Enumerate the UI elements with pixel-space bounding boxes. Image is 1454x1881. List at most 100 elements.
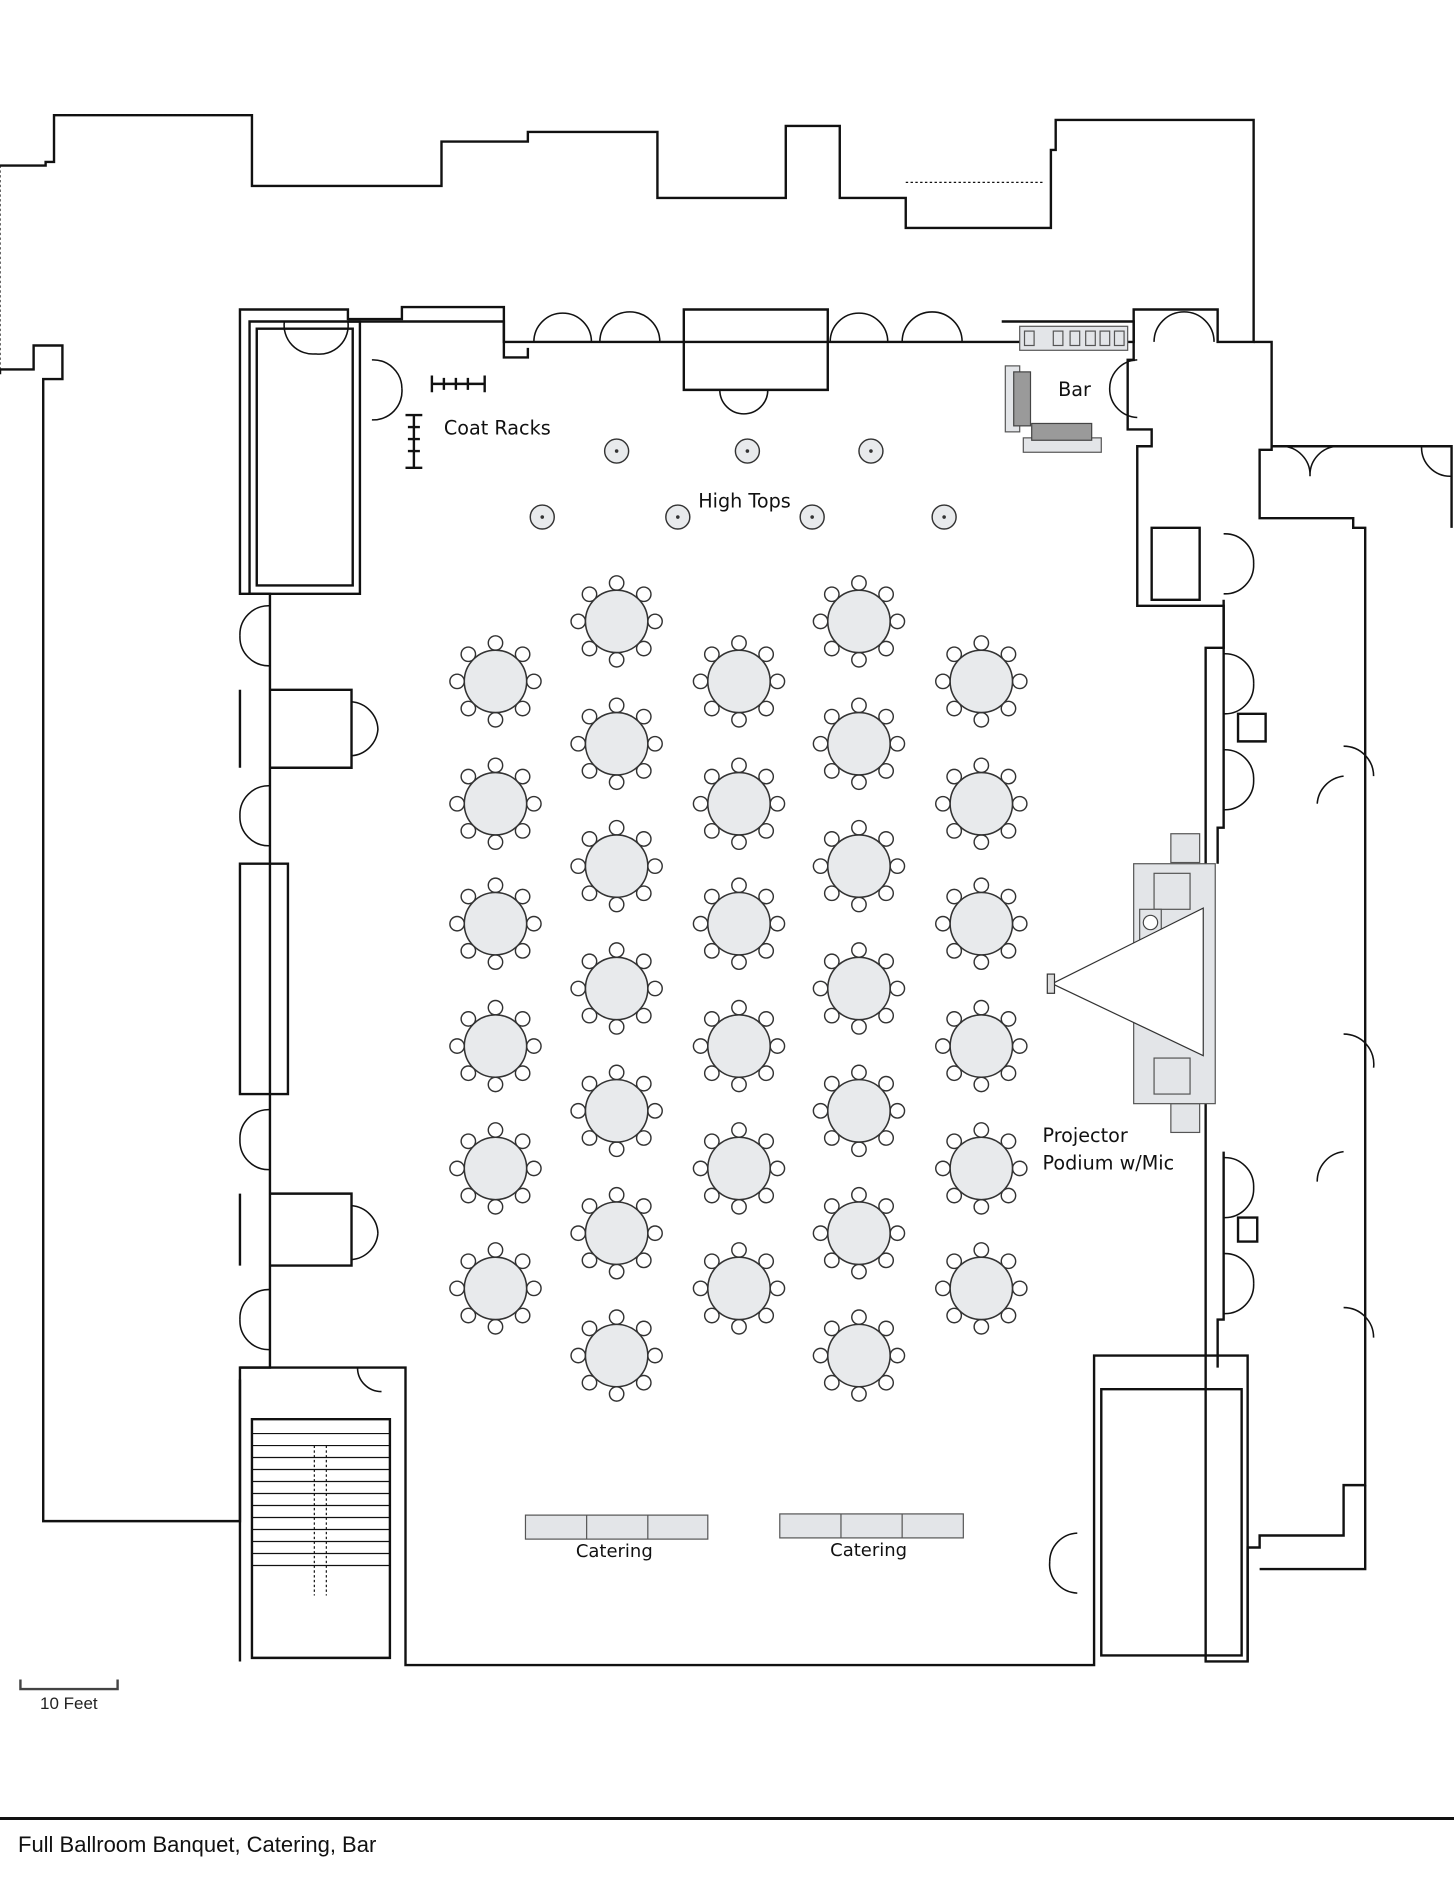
chair bbox=[731, 1076, 747, 1093]
chair bbox=[731, 834, 747, 851]
chair bbox=[973, 711, 990, 728]
chair bbox=[812, 735, 829, 752]
chair bbox=[851, 1386, 867, 1402]
chair bbox=[1000, 768, 1017, 785]
chair bbox=[946, 942, 963, 959]
chair bbox=[460, 822, 477, 839]
chair bbox=[525, 795, 542, 812]
chair bbox=[608, 896, 625, 913]
chair bbox=[878, 1320, 895, 1337]
chair bbox=[823, 831, 840, 847]
chair bbox=[581, 1320, 598, 1337]
chair bbox=[851, 896, 867, 913]
chair bbox=[514, 1253, 531, 1270]
chair bbox=[812, 1102, 829, 1119]
chair bbox=[1000, 822, 1017, 839]
chair bbox=[635, 640, 652, 657]
high-top-table bbox=[529, 504, 555, 530]
chair bbox=[973, 1198, 990, 1215]
chair bbox=[514, 768, 531, 785]
chair bbox=[608, 774, 625, 791]
round-table bbox=[812, 942, 906, 1035]
chair bbox=[823, 1007, 840, 1024]
chair bbox=[851, 1186, 867, 1203]
catering-left-label: Catering bbox=[576, 1541, 653, 1562]
chair bbox=[487, 1122, 504, 1138]
round-table bbox=[812, 819, 906, 913]
chair bbox=[878, 1374, 895, 1391]
chair bbox=[973, 757, 990, 774]
chair bbox=[812, 1347, 829, 1364]
bar-station bbox=[1004, 325, 1129, 453]
chair bbox=[581, 1252, 598, 1269]
doors bbox=[239, 311, 1452, 1594]
chair bbox=[449, 1280, 466, 1297]
chair bbox=[635, 586, 652, 603]
chair bbox=[581, 1198, 598, 1214]
chair bbox=[731, 954, 747, 971]
chair bbox=[769, 1160, 786, 1177]
chair bbox=[812, 613, 829, 630]
chair bbox=[581, 1130, 598, 1146]
coat-racks-label: Coat Racks bbox=[444, 416, 551, 439]
chair bbox=[946, 646, 963, 663]
chair bbox=[1000, 1133, 1017, 1150]
chair bbox=[460, 768, 477, 785]
chair bbox=[889, 858, 906, 875]
chair bbox=[1000, 1187, 1017, 1204]
chair bbox=[731, 1242, 747, 1258]
projector-label: Projector bbox=[1042, 1124, 1127, 1147]
chair bbox=[703, 1133, 720, 1150]
chair bbox=[608, 1018, 625, 1035]
chair bbox=[758, 822, 775, 839]
chair bbox=[703, 1187, 720, 1204]
chair bbox=[935, 1160, 951, 1177]
chair bbox=[692, 795, 709, 812]
plan-title: Full Ballroom Banquet, Catering, Bar bbox=[18, 1832, 377, 1857]
chair bbox=[851, 774, 867, 791]
high-tops bbox=[529, 438, 957, 530]
chair bbox=[514, 1133, 531, 1150]
chair bbox=[769, 795, 786, 812]
stage bbox=[1046, 833, 1216, 1134]
round-table bbox=[935, 1242, 1028, 1335]
banquet-tables bbox=[449, 575, 1028, 1402]
round-table bbox=[935, 999, 1028, 1093]
round-table bbox=[570, 575, 663, 668]
chair bbox=[946, 1253, 963, 1270]
chair bbox=[608, 697, 625, 714]
chair bbox=[823, 1374, 840, 1391]
chair bbox=[935, 673, 951, 690]
round-table bbox=[935, 757, 1028, 851]
chair bbox=[731, 711, 747, 728]
chair bbox=[647, 980, 663, 997]
chair bbox=[1011, 1038, 1028, 1054]
chair bbox=[449, 1038, 466, 1054]
chair bbox=[946, 768, 963, 785]
chair bbox=[570, 1225, 587, 1242]
chair bbox=[889, 613, 906, 630]
chair bbox=[758, 1187, 775, 1204]
chair bbox=[581, 1007, 598, 1024]
chair bbox=[449, 673, 466, 690]
chair bbox=[570, 613, 587, 630]
chair bbox=[692, 1160, 709, 1177]
chair bbox=[525, 1038, 542, 1054]
chair bbox=[608, 1186, 625, 1203]
chair bbox=[581, 1374, 598, 1391]
chair bbox=[973, 999, 990, 1016]
chair bbox=[608, 1263, 625, 1280]
chair bbox=[460, 1065, 477, 1082]
chair bbox=[946, 1187, 963, 1204]
chair bbox=[581, 640, 598, 657]
chair bbox=[823, 708, 840, 725]
chair bbox=[703, 822, 720, 839]
chair bbox=[703, 1307, 720, 1324]
round-table bbox=[692, 877, 786, 971]
chair bbox=[703, 1011, 720, 1027]
chair bbox=[635, 1252, 652, 1269]
chair bbox=[973, 1318, 990, 1335]
chair bbox=[608, 1309, 625, 1326]
catering-table-left bbox=[524, 1514, 709, 1540]
